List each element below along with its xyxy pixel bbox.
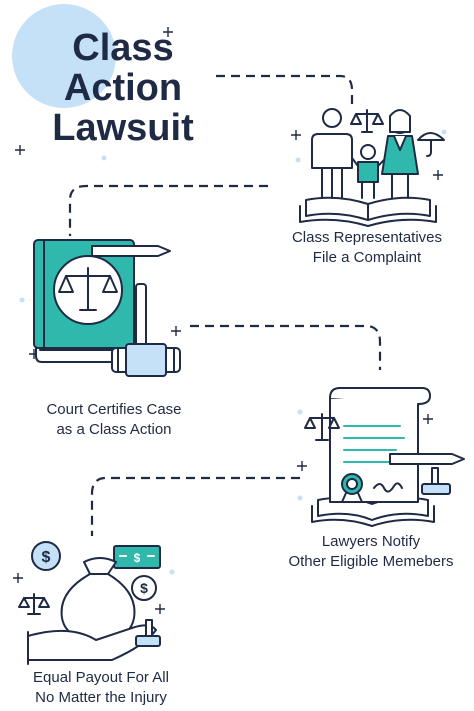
connector-step2-to-step3 [190, 324, 382, 370]
page-title: Class Action Lawsuit [28, 28, 218, 148]
sparkle-icon [433, 170, 443, 180]
scales-icon [350, 109, 384, 133]
scales-icon [304, 413, 340, 441]
sparkle-icon [291, 130, 301, 140]
step-3-line-2: Other Eligible Memebers [288, 553, 454, 570]
scales-icon [18, 593, 50, 615]
money-bag-hand-icon: $ $ $ [18, 541, 161, 665]
dots [19, 129, 447, 575]
step-1-line-2: File a Complaint [312, 249, 422, 266]
step-2-caption: Court Certifies Case as a Class Action [14, 400, 214, 440]
svg-text:$: $ [134, 551, 141, 565]
sparkle-icon [171, 326, 181, 336]
sparkle-icon [13, 573, 23, 583]
sparkle-icon [163, 27, 173, 37]
sparkle-icon [423, 414, 433, 424]
connector-title-to-step1 [216, 74, 354, 104]
sparkle-icon [15, 145, 25, 155]
step-2-line-2: as a Class Action [56, 421, 172, 438]
step-1-caption: Class Representatives File a Complaint [272, 228, 462, 268]
connector-step1-to-step2 [68, 184, 268, 236]
step-4-caption: Equal Payout For All No Matter the Injur… [6, 668, 196, 708]
step-1-line-1: Class Representatives [291, 229, 443, 246]
sparkle-icon [155, 604, 165, 614]
connector-step3-to-step4 [90, 476, 300, 536]
step-3-caption: Lawyers Notify Other Eligible Memebers [268, 532, 474, 572]
svg-text:$: $ [140, 580, 148, 596]
document-lines [343, 425, 405, 463]
family-book-icon [299, 108, 445, 227]
svg-text:$: $ [42, 549, 51, 566]
title-blob [12, 4, 116, 108]
step-4-line-1: Equal Payout For All [33, 669, 169, 686]
title-line-3: Lawsuit [52, 107, 194, 149]
sparkle-icons [13, 27, 443, 614]
court-book-icon [33, 239, 181, 377]
step-3-line-1: Lawyers Notify [321, 533, 421, 550]
document-scroll-icon [304, 387, 465, 527]
scales-icon [58, 267, 118, 311]
title-line-2: Action [63, 67, 183, 109]
sparkle-icon [297, 461, 307, 471]
dashed-connectors [68, 74, 382, 536]
step-4-line-2: No Matter the Injury [35, 689, 167, 706]
title-line-1: Class [72, 27, 174, 69]
step-2-line-1: Court Certifies Case [46, 401, 182, 418]
